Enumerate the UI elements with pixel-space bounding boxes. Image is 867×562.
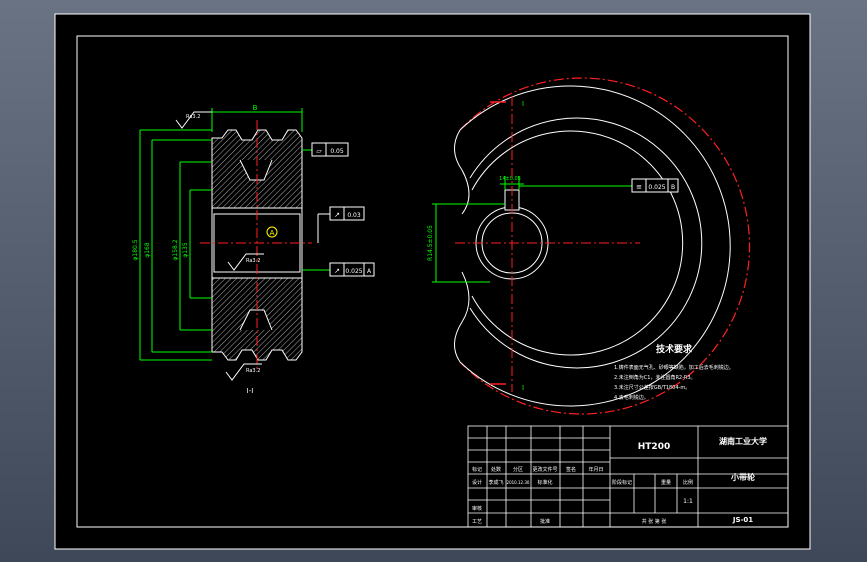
title-block[interactable] xyxy=(467,425,789,528)
svg-text:重量: 重量 xyxy=(661,479,671,486)
svg-text:0.025: 0.025 xyxy=(648,184,665,191)
outer-circle xyxy=(459,85,731,407)
inner-frame xyxy=(76,35,789,528)
svg-text:▱: ▱ xyxy=(316,147,322,155)
svg-text:标记: 标记 xyxy=(472,466,482,473)
roughness-bottom: Ra3.2 xyxy=(225,363,262,381)
drawing-no: JS-01 xyxy=(732,516,753,524)
part-name: 小带轮 xyxy=(730,472,755,482)
datum-circle xyxy=(266,226,278,238)
svg-text:处数: 处数 xyxy=(491,466,501,473)
svg-text:更改文件号: 更改文件号 xyxy=(532,466,557,473)
tol-runout[interactable]: ↗ 0.03 xyxy=(317,206,365,243)
tol-symmetry[interactable]: ≡ 0.025 B xyxy=(519,178,679,193)
tech-req-item-1: 1.铸件表面无气孔、砂眼等缺陷，加工后去毛刺锐边。 xyxy=(614,364,734,371)
svg-text:标准化: 标准化 xyxy=(537,479,552,486)
pitch-circle xyxy=(459,77,751,415)
dia-label-4: φ135 xyxy=(182,242,189,258)
svg-text:Ra3.2: Ra3.2 xyxy=(246,258,260,264)
svg-text:年月日: 年月日 xyxy=(588,466,603,473)
svg-text:0.05: 0.05 xyxy=(330,148,344,155)
diameter-dims xyxy=(139,129,212,361)
svg-text:共 张 第 张: 共 张 第 张 xyxy=(642,518,667,525)
svg-text:设计: 设计 xyxy=(472,479,482,486)
svg-text:批准: 批准 xyxy=(540,518,550,525)
tech-requirements: 技术要求 1.铸件表面无气孔、砂眼等缺陷，加工后去毛刺锐边。 2.未注倒角为C1… xyxy=(614,343,734,401)
svg-text:↗: ↗ xyxy=(334,211,340,219)
svg-text:A: A xyxy=(367,268,372,275)
dia-label-3: φ158.2 xyxy=(172,239,179,260)
keyway-width-label: 14±0.05 xyxy=(499,176,521,182)
svg-text:B: B xyxy=(671,184,675,191)
section-mark-top: I xyxy=(522,100,524,108)
roughness-mid: Ra3.2 xyxy=(227,253,264,271)
keyway-depth-label: R14.5±0.05 xyxy=(427,225,434,261)
svg-text:工艺: 工艺 xyxy=(472,519,482,525)
break-line-top xyxy=(454,129,470,215)
hub-circle-outer xyxy=(469,117,703,369)
svg-text:比例: 比例 xyxy=(683,479,693,486)
svg-text:Ra3.2: Ra3.2 xyxy=(186,114,200,120)
tech-req-item-4: 4.去毛刺锐边。 xyxy=(614,394,649,401)
material: HT200 xyxy=(638,442,670,452)
tech-req-title: 技术要求 xyxy=(656,343,693,355)
end-view[interactable]: I I 14±0.05 R14.5±0.05 ≡ 0.025 B xyxy=(427,77,751,415)
title-block-text: HT200 湖南工业大学 小带轮 JS-01 1:1 标记 处数 分区 更改文件… xyxy=(472,436,767,525)
svg-text:阶段标记: 阶段标记 xyxy=(612,479,632,486)
school-name: 湖南工业大学 xyxy=(719,436,767,446)
svg-text:0.025: 0.025 xyxy=(345,268,362,275)
roughness-top: Ra3.2 xyxy=(175,111,212,129)
section-mark-bottom: I xyxy=(522,384,524,392)
scale: 1:1 xyxy=(683,498,693,505)
svg-text:≡: ≡ xyxy=(636,183,642,191)
dia-label-1: φ180.5 xyxy=(132,239,139,260)
section-view[interactable]: B φ180.5 φ168 φ158.2 φ135 xyxy=(132,104,375,395)
svg-text:签名: 签名 xyxy=(566,466,576,473)
dim-width-label: B xyxy=(253,104,258,112)
svg-text:0.03: 0.03 xyxy=(347,212,361,219)
datum-label: A xyxy=(270,229,275,237)
tech-req-item-3: 3.未注尺寸公差按GB/T1804-m。 xyxy=(614,384,690,391)
svg-text:分区: 分区 xyxy=(513,466,523,473)
view-label: I-I xyxy=(247,387,254,395)
tol-flatness[interactable]: ▱ 0.05 xyxy=(302,142,349,157)
svg-text:审核: 审核 xyxy=(472,505,482,512)
svg-text:↗: ↗ xyxy=(334,267,340,275)
dia-label-2: φ168 xyxy=(144,242,151,258)
tol-circ-runout[interactable]: ↗ 0.025 A xyxy=(302,262,375,277)
hub-circle-inner xyxy=(471,130,684,356)
svg-text:Ra3.2: Ra3.2 xyxy=(246,368,260,374)
svg-text:2010.12.30: 2010.12.30 xyxy=(507,480,530,485)
tech-req-item-2: 2.未注倒角为C1，未注圆角R2-R3。 xyxy=(614,374,696,381)
break-line-bottom xyxy=(454,271,470,363)
svg-text:李成飞: 李成飞 xyxy=(488,479,503,486)
